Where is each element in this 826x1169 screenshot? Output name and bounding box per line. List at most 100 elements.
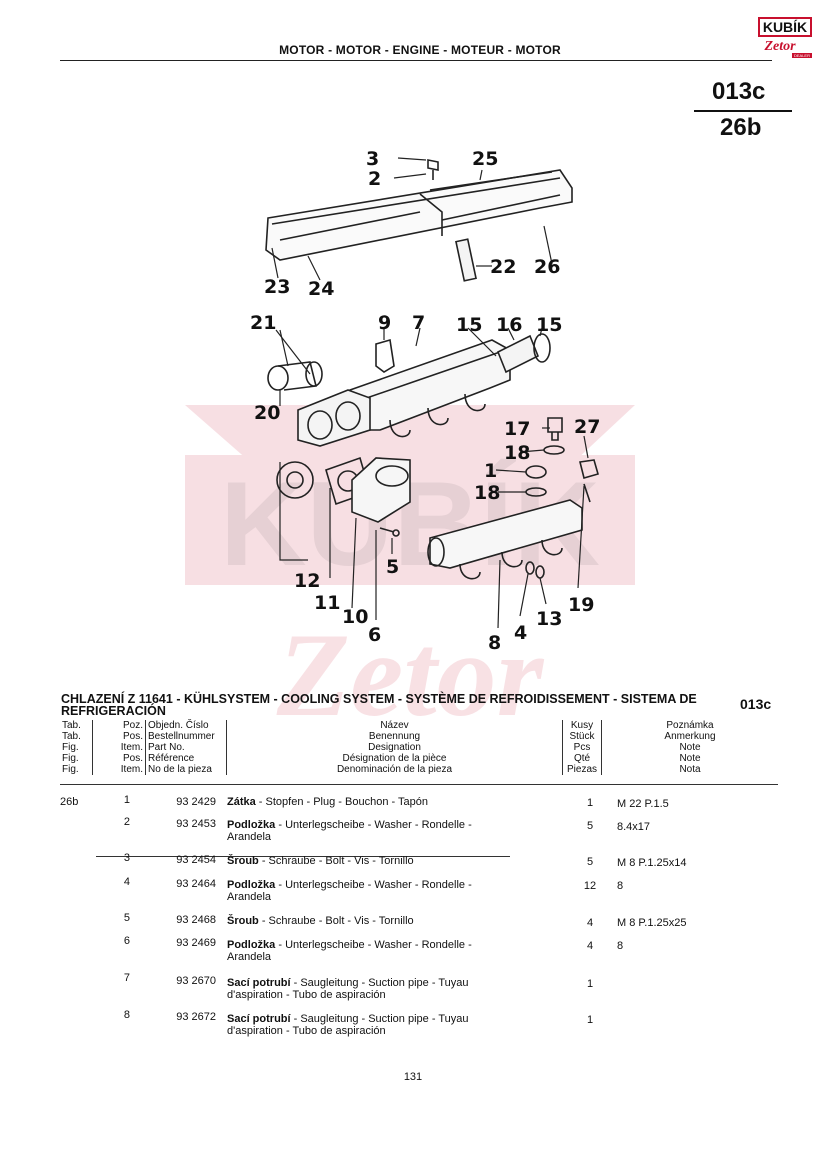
page-header-title: MOTOR - MOTOR - ENGINE - MOTEUR - MOTOR — [279, 43, 561, 57]
col-pos-header: Poz.Pos.Item.Pos.Item. — [92, 720, 146, 775]
row-position: 6 — [123, 935, 130, 947]
callout-16: 16 — [496, 314, 523, 336]
figure-reference-sub: 26b — [720, 114, 762, 141]
section-title: CHLAZENÍ Z 11641 - KÜHLSYSTEM - COOLING … — [61, 692, 697, 718]
callout-10: 10 — [342, 606, 369, 628]
col-tab-header: Tab.Tab.Fig.Fig.Fig. — [62, 720, 81, 775]
row-quantity: 4 — [586, 940, 594, 952]
row-part-number: 93 2453 — [176, 818, 216, 830]
row-quantity: 5 — [586, 856, 594, 868]
table-header-rule — [60, 784, 778, 785]
row-description: Podložka - Unterlegscheibe - Washer - Ro… — [227, 879, 472, 903]
plug-17-part — [547, 417, 563, 441]
parts-table-header: Tab.Tab.Fig.Fig.Fig. Poz.Pos.Item.Pos.It… — [60, 720, 778, 775]
row-tab: 26b — [60, 796, 79, 808]
callout-22: 22 — [490, 256, 517, 278]
bush-22-part — [455, 238, 477, 282]
row-part-number: 93 2464 — [176, 878, 216, 890]
callout-25: 25 — [472, 148, 499, 170]
callout-4: 4 — [514, 622, 528, 644]
row-note: M 22 P.1.5 — [617, 798, 669, 810]
row-quantity: 1 — [586, 1014, 594, 1026]
callout-12: 12 — [294, 570, 321, 592]
callout-8: 8 — [488, 632, 502, 654]
row-description: Sací potrubí - Saugleitung - Suction pip… — [227, 1013, 469, 1037]
row-description: Podložka - Unterlegscheibe - Washer - Ro… — [227, 819, 472, 843]
row-description: Zátka - Stopfen - Plug - Bouchon - Tapón — [227, 796, 428, 808]
intake-manifold-7-part — [349, 339, 511, 438]
callout-2: 2 — [368, 168, 382, 190]
callout-5: 5 — [386, 556, 400, 578]
callout-19: 19 — [568, 594, 595, 616]
callout-3: 3 — [366, 148, 380, 170]
plug-1-part — [525, 465, 547, 479]
callout-6: 6 — [368, 624, 382, 646]
row-note: 8.4x17 — [617, 821, 651, 833]
exploded-parts-diagram — [265, 157, 599, 629]
callout-18b: 18 — [474, 482, 501, 504]
row-position: 7 — [123, 972, 130, 984]
row-part-number: 93 2454 — [176, 854, 216, 866]
row-note: M 8 P.1.25x14 — [617, 857, 687, 869]
thermostat-12-part — [276, 461, 314, 499]
row-part-number: 93 2670 — [176, 975, 216, 987]
callout-24: 24 — [308, 278, 335, 300]
bolt-5-part — [379, 527, 400, 537]
callout-9: 9 — [378, 312, 392, 334]
callout-15a: 15 — [456, 314, 483, 336]
row-position: 4 — [123, 876, 130, 888]
row-part-number: 93 2429 — [176, 796, 216, 808]
svg-text:Zetor: Zetor — [276, 608, 545, 741]
callout-17: 17 — [504, 418, 531, 440]
row-position: 8 — [123, 1009, 130, 1021]
row-quantity: 1 — [586, 797, 594, 809]
row-quantity: 5 — [586, 820, 594, 832]
svg-text:KUBÍK: KUBÍK — [763, 19, 807, 35]
svg-text:Zetor: Zetor — [763, 39, 796, 54]
callout-11: 11 — [314, 592, 341, 614]
callout-26: 26 — [534, 256, 561, 278]
callout-20: 20 — [254, 402, 281, 424]
row-position: 3 — [123, 852, 130, 864]
bolt-3-part — [427, 159, 439, 180]
thermostat-housing-part — [297, 389, 371, 447]
row-position: 1 — [123, 794, 130, 806]
row-position: 5 — [123, 912, 130, 924]
page-number: 131 — [403, 1071, 423, 1083]
row-note: M 8 P.1.25x25 — [617, 917, 687, 929]
row-part-number: 93 2468 — [176, 914, 216, 926]
row-description: Šroub - Schraube - Bolt - Vis - Tornillo — [227, 915, 414, 927]
elbow-20-21-part — [267, 361, 323, 391]
washers-4-13-part — [525, 561, 545, 579]
bracket-9-part — [375, 338, 395, 373]
fitting-27-part — [579, 459, 599, 503]
figure-reference-main: 013c — [712, 78, 766, 105]
callout-21: 21 — [250, 312, 277, 334]
callout-1: 1 — [484, 460, 498, 482]
intake-cover-part — [265, 169, 573, 261]
row-quantity: 4 — [586, 917, 594, 929]
row-separator — [96, 856, 510, 857]
row-description: Podložka - Unterlegscheibe - Washer - Ro… — [227, 939, 472, 963]
row-description: Sací potrubí - Saugleitung - Suction pip… — [227, 977, 469, 1001]
row-part-number: 93 2469 — [176, 937, 216, 949]
outlet-cover-10-part — [351, 457, 411, 523]
coolant-manifold-8-part — [427, 499, 583, 580]
callout-18a: 18 — [504, 442, 531, 464]
washer-18-part — [525, 445, 565, 497]
row-quantity: 12 — [583, 880, 597, 892]
callout-23: 23 — [264, 276, 291, 298]
section-code: 013c — [740, 696, 772, 712]
row-quantity: 1 — [586, 978, 594, 990]
row-part-number: 93 2672 — [176, 1011, 216, 1023]
callout-7: 7 — [412, 312, 426, 334]
row-position: 2 — [123, 816, 130, 828]
row-note: 8 — [617, 940, 624, 952]
reference-divider — [694, 110, 792, 112]
kubik-zetor-logo: KUBÍK Zetor DEALER — [756, 14, 814, 60]
header-rule — [60, 60, 772, 61]
